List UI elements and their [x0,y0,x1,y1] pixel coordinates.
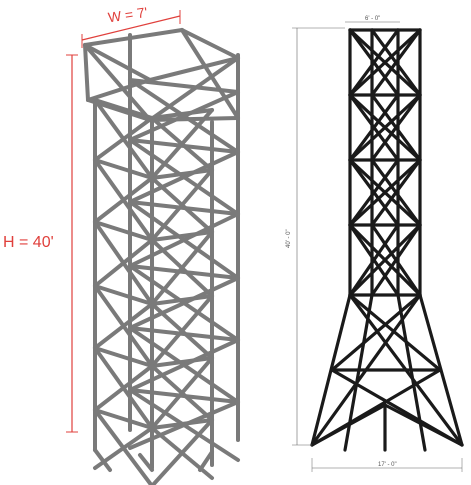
x-brace [93,238,154,288]
x-brace [128,212,240,268]
x-brace [348,158,422,227]
x-brace [93,176,154,224]
base-brace [348,293,442,372]
x-brace [370,28,422,97]
right-base-width-label: 17' - 0" [378,462,397,468]
x-brace [150,168,214,242]
top-rail [148,116,240,122]
horizontal-girt [93,98,154,120]
horizontal-girt [128,138,240,154]
x-brace [348,93,422,162]
horizontal-girt [128,326,240,342]
left-tower-frame [83,28,240,485]
x-brace [370,223,422,297]
left-height-dimension: H = 40' [3,54,78,433]
horizontal-girt [93,408,154,430]
x-brace [348,93,400,162]
foot-brace [93,448,112,472]
x-brace [128,150,240,204]
base-brace [383,403,464,447]
x-brace [128,276,240,330]
x-brace [370,93,422,162]
x-brace [128,400,240,450]
x-brace [150,418,214,485]
x-brace [150,356,214,430]
x-brace [150,294,214,368]
left-width-dimension: W = 7' [81,4,181,48]
horizontal-girt [128,388,240,404]
x-brace [150,230,214,306]
x-brace [348,223,422,297]
base-brace [330,293,422,372]
top-rail [180,28,240,60]
x-brace [348,28,400,97]
top-brace [83,43,152,122]
horizontal-girt [128,200,240,216]
right-height-dimension: 40' - 0" [286,27,345,446]
x-brace [128,90,240,142]
top-rail [83,43,152,82]
top-rail [148,56,240,82]
left-height-label: H = 40' [3,234,54,251]
foot-brace [138,453,154,472]
right-top-width-label: 6' - 0" [365,16,380,22]
x-brace [370,158,422,227]
x-brace [348,28,422,97]
x-brace [93,364,154,412]
right-base-width-dimension: 17' - 0" [311,458,463,472]
foot-brace [198,450,214,472]
x-brace [128,338,240,392]
right-height-label: 40' - 0" [286,229,292,248]
left-width-label: W = 7' [107,4,148,25]
right-tower-frame [310,28,464,452]
x-brace [348,223,400,297]
right-top-width-dimension: 6' - 0" [345,16,400,23]
horizontal-girt [93,346,154,368]
top-brace [86,78,152,102]
x-brace [93,302,154,350]
horizontal-girt [93,220,154,242]
horizontal-girt [93,284,154,306]
horizontal-girt [93,158,154,180]
base-brace [310,403,387,447]
x-brace [348,158,400,227]
top-rail [83,43,90,102]
top-rail [83,28,184,47]
x-brace [93,116,154,162]
horizontal-girt [128,78,240,94]
top-brace [180,28,240,120]
horizontal-girt [128,264,240,280]
